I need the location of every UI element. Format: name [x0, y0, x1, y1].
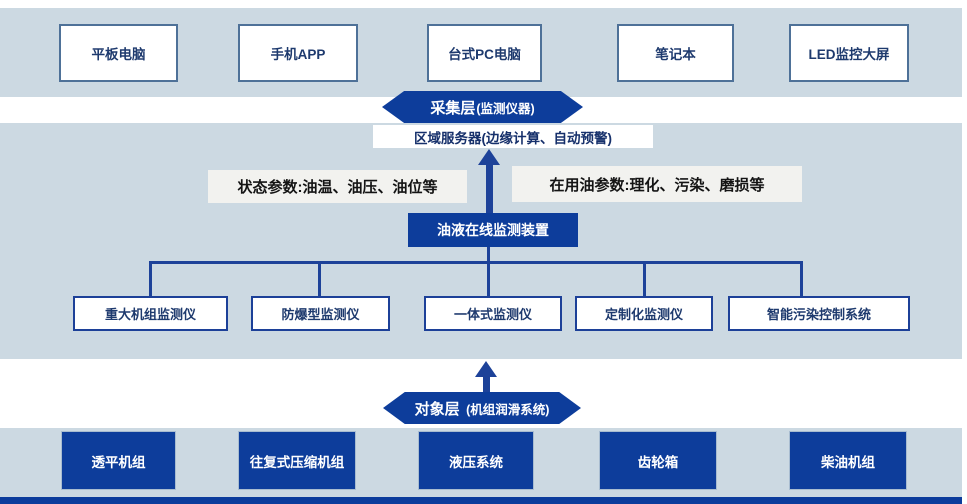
node-turbine-unit: 透平机组 [61, 431, 176, 490]
up-arrow-shaft [483, 377, 490, 393]
node-led-screen: LED监控大屏 [789, 24, 909, 82]
collect-layer-badge: 采集层(监测仪器) [382, 91, 583, 123]
node-label: 笔记本 [655, 47, 696, 62]
badge-title: 采集层 [430, 99, 476, 117]
node-integrated-monitor: 一体式监测仪 [424, 296, 562, 331]
node-label: 柴油机组 [821, 454, 875, 470]
node-hydraulic-system: 液压系统 [418, 431, 534, 490]
tree-drop-line [643, 264, 646, 296]
node-smart-pollution-control: 智能污染控制系统 [728, 296, 910, 331]
regional-server-label: 区域服务器(边缘计算、自动预警) [373, 125, 653, 148]
up-arrow-shaft [486, 164, 493, 213]
object-layer-badge: 对象层 (机组润滑系统) [383, 392, 581, 424]
node-label: 定制化监测仪 [604, 307, 683, 322]
node-desktop-pc: 台式PC电脑 [427, 24, 542, 82]
oil-params-label: 在用油参数:理化、污染、磨损等 [512, 166, 802, 202]
node-diesel-unit: 柴油机组 [789, 431, 907, 490]
node-mobile-app: 手机APP [238, 24, 358, 82]
node-label: 台式PC电脑 [448, 47, 521, 62]
tree-drop-line [149, 264, 152, 296]
node-customized-monitor: 定制化监测仪 [575, 296, 713, 331]
badge-subtitle: (机组润滑系统) [466, 402, 550, 417]
tree-horizontal-line [149, 261, 803, 264]
node-label: 液压系统 [449, 454, 503, 470]
node-label: 智能污染控制系统 [766, 307, 871, 322]
node-label: 一体式监测仪 [453, 307, 532, 322]
up-arrow-icon [478, 149, 500, 165]
node-tablet: 平板电脑 [59, 24, 178, 82]
node-label: 平板电脑 [91, 47, 146, 62]
node-explosion-proof-monitor: 防爆型监测仪 [251, 296, 390, 331]
node-label: 防爆型监测仪 [281, 307, 360, 322]
node-label: 齿轮箱 [637, 454, 679, 470]
node-recip-compressor: 往复式压缩机组 [238, 431, 356, 490]
node-label: 透平机组 [91, 454, 146, 470]
node-label: 手机APP [270, 47, 326, 62]
badge-subtitle: (监测仪器) [476, 101, 535, 116]
status-params-label: 状态参数:油温、油压、油位等 [208, 170, 467, 203]
up-arrow-icon [475, 361, 497, 377]
node-gearbox: 齿轮箱 [599, 431, 717, 490]
bottom-accent-strip [0, 497, 962, 504]
node-major-unit-monitor: 重大机组监测仪 [73, 296, 228, 331]
node-laptop: 笔记本 [617, 24, 734, 82]
node-label: LED监控大屏 [808, 47, 890, 62]
node-label: 往复式压缩机组 [249, 454, 345, 470]
node-online-monitor-hub: 油液在线监测装置 [408, 213, 578, 247]
tree-trunk-line [487, 247, 490, 263]
tree-drop-line [800, 264, 803, 296]
tree-drop-line [318, 264, 321, 296]
badge-title: 对象层 [414, 400, 460, 418]
node-label: 重大机组监测仪 [104, 307, 196, 322]
tree-drop-line [487, 264, 490, 296]
